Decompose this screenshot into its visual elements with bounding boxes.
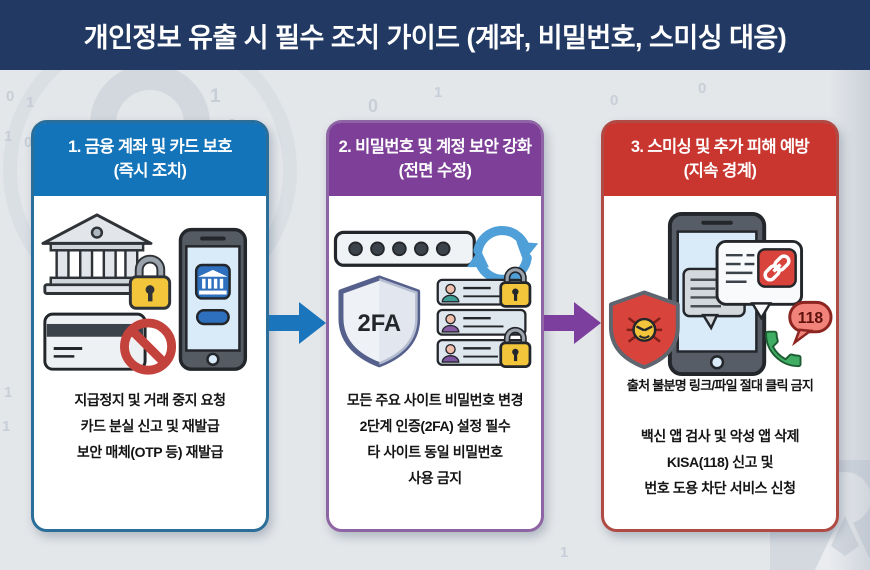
flow-arrow-1 bbox=[269, 300, 326, 346]
card-smishing-prevention: 3. 스미싱 및 추가 피해 예방 (지속 경계) bbox=[601, 120, 839, 532]
action-line: 출처 불분명 링크/파일 절대 클릭 금지 bbox=[626, 377, 814, 393]
card-password-illustration: 2FA bbox=[329, 196, 541, 384]
page-title: 개인정보 유출 시 필수 조치 가이드 (계좌, 비밀번호, 스미싱 대응) bbox=[83, 22, 787, 53]
action-line: 보안 매체(OTP 등) 재발급 bbox=[76, 443, 224, 460]
card-financial-protection: 1. 금융 계좌 및 카드 보호 (즉시 조치) bbox=[31, 120, 269, 532]
card-password-title: 2. 비밀번호 및 계정 보안 강화 bbox=[338, 138, 532, 156]
action-line: 번호 도용 차단 서비스 신청 bbox=[644, 479, 796, 496]
link-icon bbox=[757, 247, 797, 288]
padlock-icon bbox=[499, 266, 532, 308]
blocked-sign-icon bbox=[120, 318, 177, 375]
card-smishing-title: 3. 스미싱 및 추가 피해 예방 bbox=[630, 138, 810, 156]
card-smishing-actions: 출처 불분명 링크/파일 절대 클릭 금지 백신 앱 검사 및 악성 앱 삭제 … bbox=[604, 370, 836, 506]
mobile-banking-phone-icon bbox=[178, 227, 248, 371]
card-financial-header: 1. 금융 계좌 및 카드 보호 (즉시 조치) bbox=[34, 123, 266, 196]
2fa-shield-icon: 2FA bbox=[338, 275, 421, 368]
card-smishing-subtitle: (지속 경계) bbox=[683, 161, 757, 180]
118-bubble-icon: 118 bbox=[788, 300, 833, 347]
card-financial-actions: 지급정지 및 거래 중지 요청 카드 분실 신고 및 재발급 보안 매체(OTP… bbox=[34, 384, 266, 470]
action-line: 타 사이트 동일 비밀번호 bbox=[367, 443, 503, 460]
action-line-spacer bbox=[606, 398, 834, 424]
card-smishing-illustration: 118 bbox=[604, 196, 836, 384]
malware-shield-icon bbox=[608, 290, 680, 370]
card-financial-illustration bbox=[34, 196, 266, 384]
2fa-label: 2FA bbox=[358, 311, 402, 337]
padlock-icon bbox=[499, 326, 532, 368]
binary-digit: 1 bbox=[210, 86, 221, 107]
bug-icon bbox=[626, 316, 663, 343]
bank-phone-card-illustration bbox=[41, 213, 248, 375]
title-banner: 개인정보 유출 시 필수 조치 가이드 (계좌, 비밀번호, 스미싱 대응) bbox=[0, 0, 870, 70]
binary-digit: 0 bbox=[368, 96, 379, 116]
action-line: 모든 주요 사이트 비밀번호 변경 bbox=[346, 391, 524, 408]
binary-digit: 0 bbox=[698, 80, 707, 97]
card-password-subtitle: (전면 수정) bbox=[398, 161, 472, 180]
binary-digit: 0 bbox=[610, 92, 619, 109]
binary-digit: 1 bbox=[26, 94, 35, 111]
binary-digit: 0 bbox=[6, 88, 15, 105]
padlock-icon bbox=[128, 254, 172, 310]
card-financial-subtitle: (즉시 조치) bbox=[113, 161, 187, 180]
right-arrow-icon bbox=[269, 302, 326, 344]
card-financial-title: 1. 금융 계좌 및 카드 보호 bbox=[68, 138, 232, 156]
guide-steps: 1. 금융 계좌 및 카드 보호 (즉시 조치) bbox=[0, 120, 870, 532]
action-line: KISA(118) 신고 및 bbox=[666, 453, 774, 470]
link-message-icon bbox=[715, 239, 804, 321]
action-line: 사용 금지 bbox=[408, 469, 462, 486]
card-password-security: 2. 비밀번호 및 계정 보안 강화 (전면 수정) bbox=[326, 120, 544, 532]
action-line: 백신 앱 검사 및 악성 앱 삭제 bbox=[640, 427, 800, 444]
right-arrow-icon bbox=[544, 302, 601, 344]
binary-digit: 1 bbox=[434, 84, 443, 101]
binary-digit: 1 bbox=[560, 544, 569, 561]
card-password-actions: 모든 주요 사이트 비밀번호 변경 2단계 인증(2FA) 설정 필수 타 사이… bbox=[329, 384, 541, 496]
phone-call-icon bbox=[765, 330, 802, 367]
refresh-icon bbox=[466, 225, 539, 284]
card-password-header: 2. 비밀번호 및 계정 보안 강화 (전면 수정) bbox=[329, 123, 541, 196]
smishing-illustration: 118 bbox=[608, 211, 833, 376]
118-label: 118 bbox=[798, 310, 824, 327]
flow-arrow-2 bbox=[544, 300, 601, 346]
password-2fa-illustration: 2FA bbox=[333, 225, 539, 368]
action-line: 카드 분실 신고 및 재발급 bbox=[80, 417, 220, 434]
password-field-icon bbox=[333, 230, 476, 267]
card-smishing-header: 3. 스미싱 및 추가 피해 예방 (지속 경계) bbox=[604, 123, 836, 196]
action-line: 지급정지 및 거래 중지 요청 bbox=[74, 391, 226, 408]
action-line: 2단계 인증(2FA) 설정 필수 bbox=[359, 417, 511, 434]
